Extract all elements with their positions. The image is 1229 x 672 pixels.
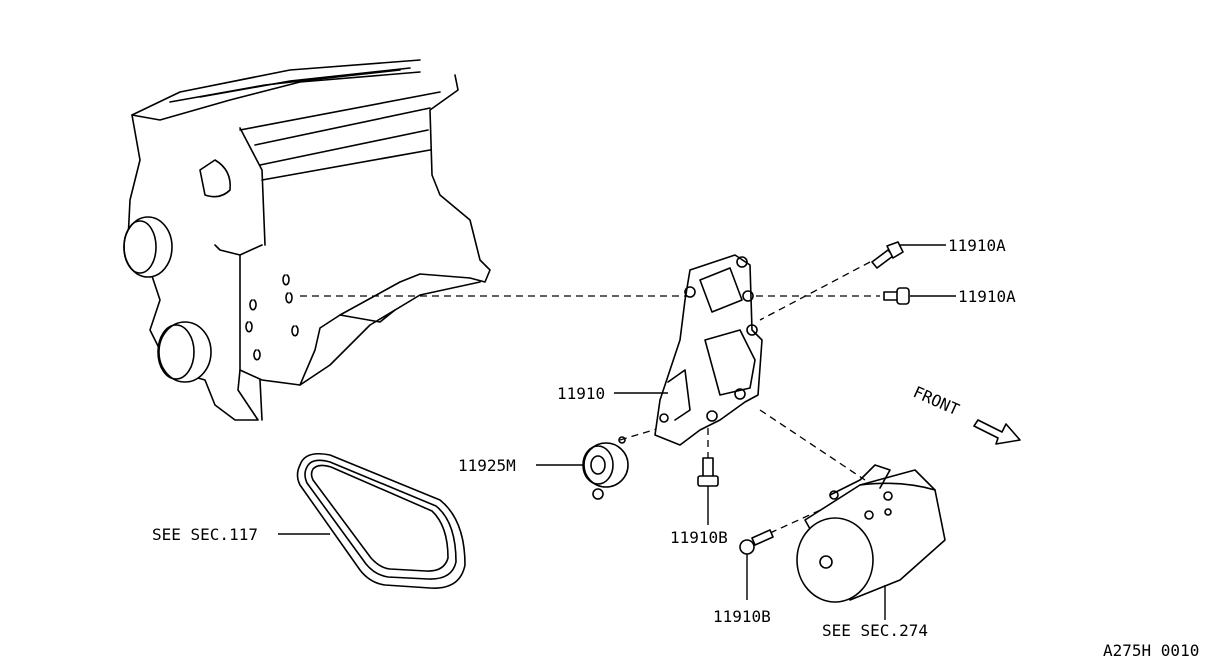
label-11910b-upper: 11910B [670, 528, 728, 547]
label-11910a-upper: 11910A [948, 236, 1006, 255]
label-11910b-lower: 11910B [713, 607, 771, 626]
leader-lines [278, 244, 956, 620]
alternator-bracket [654, 254, 763, 446]
label-11925m-idler: 11925M [458, 456, 516, 475]
figure-code: A275H 0010 [1103, 641, 1199, 660]
bolt-11910a-lower [883, 287, 910, 305]
front-arrow-icon [973, 419, 1021, 445]
label-11910a-lower: 11910A [958, 287, 1016, 306]
bolt-11910b-lower [739, 529, 774, 555]
label-see-sec-117: SEE SEC.117 [152, 525, 258, 544]
engine-block [123, 59, 491, 421]
bolt-11910b-upper [697, 457, 719, 487]
label-11910-bracket: 11910 [557, 384, 605, 403]
label-see-sec-274: SEE SEC.274 [822, 621, 928, 640]
compressor [796, 464, 946, 603]
bolt-11910a-upper [871, 241, 904, 269]
label-front: FRONT [910, 382, 962, 419]
drive-belt [296, 452, 466, 589]
idler-pulley [582, 436, 629, 500]
